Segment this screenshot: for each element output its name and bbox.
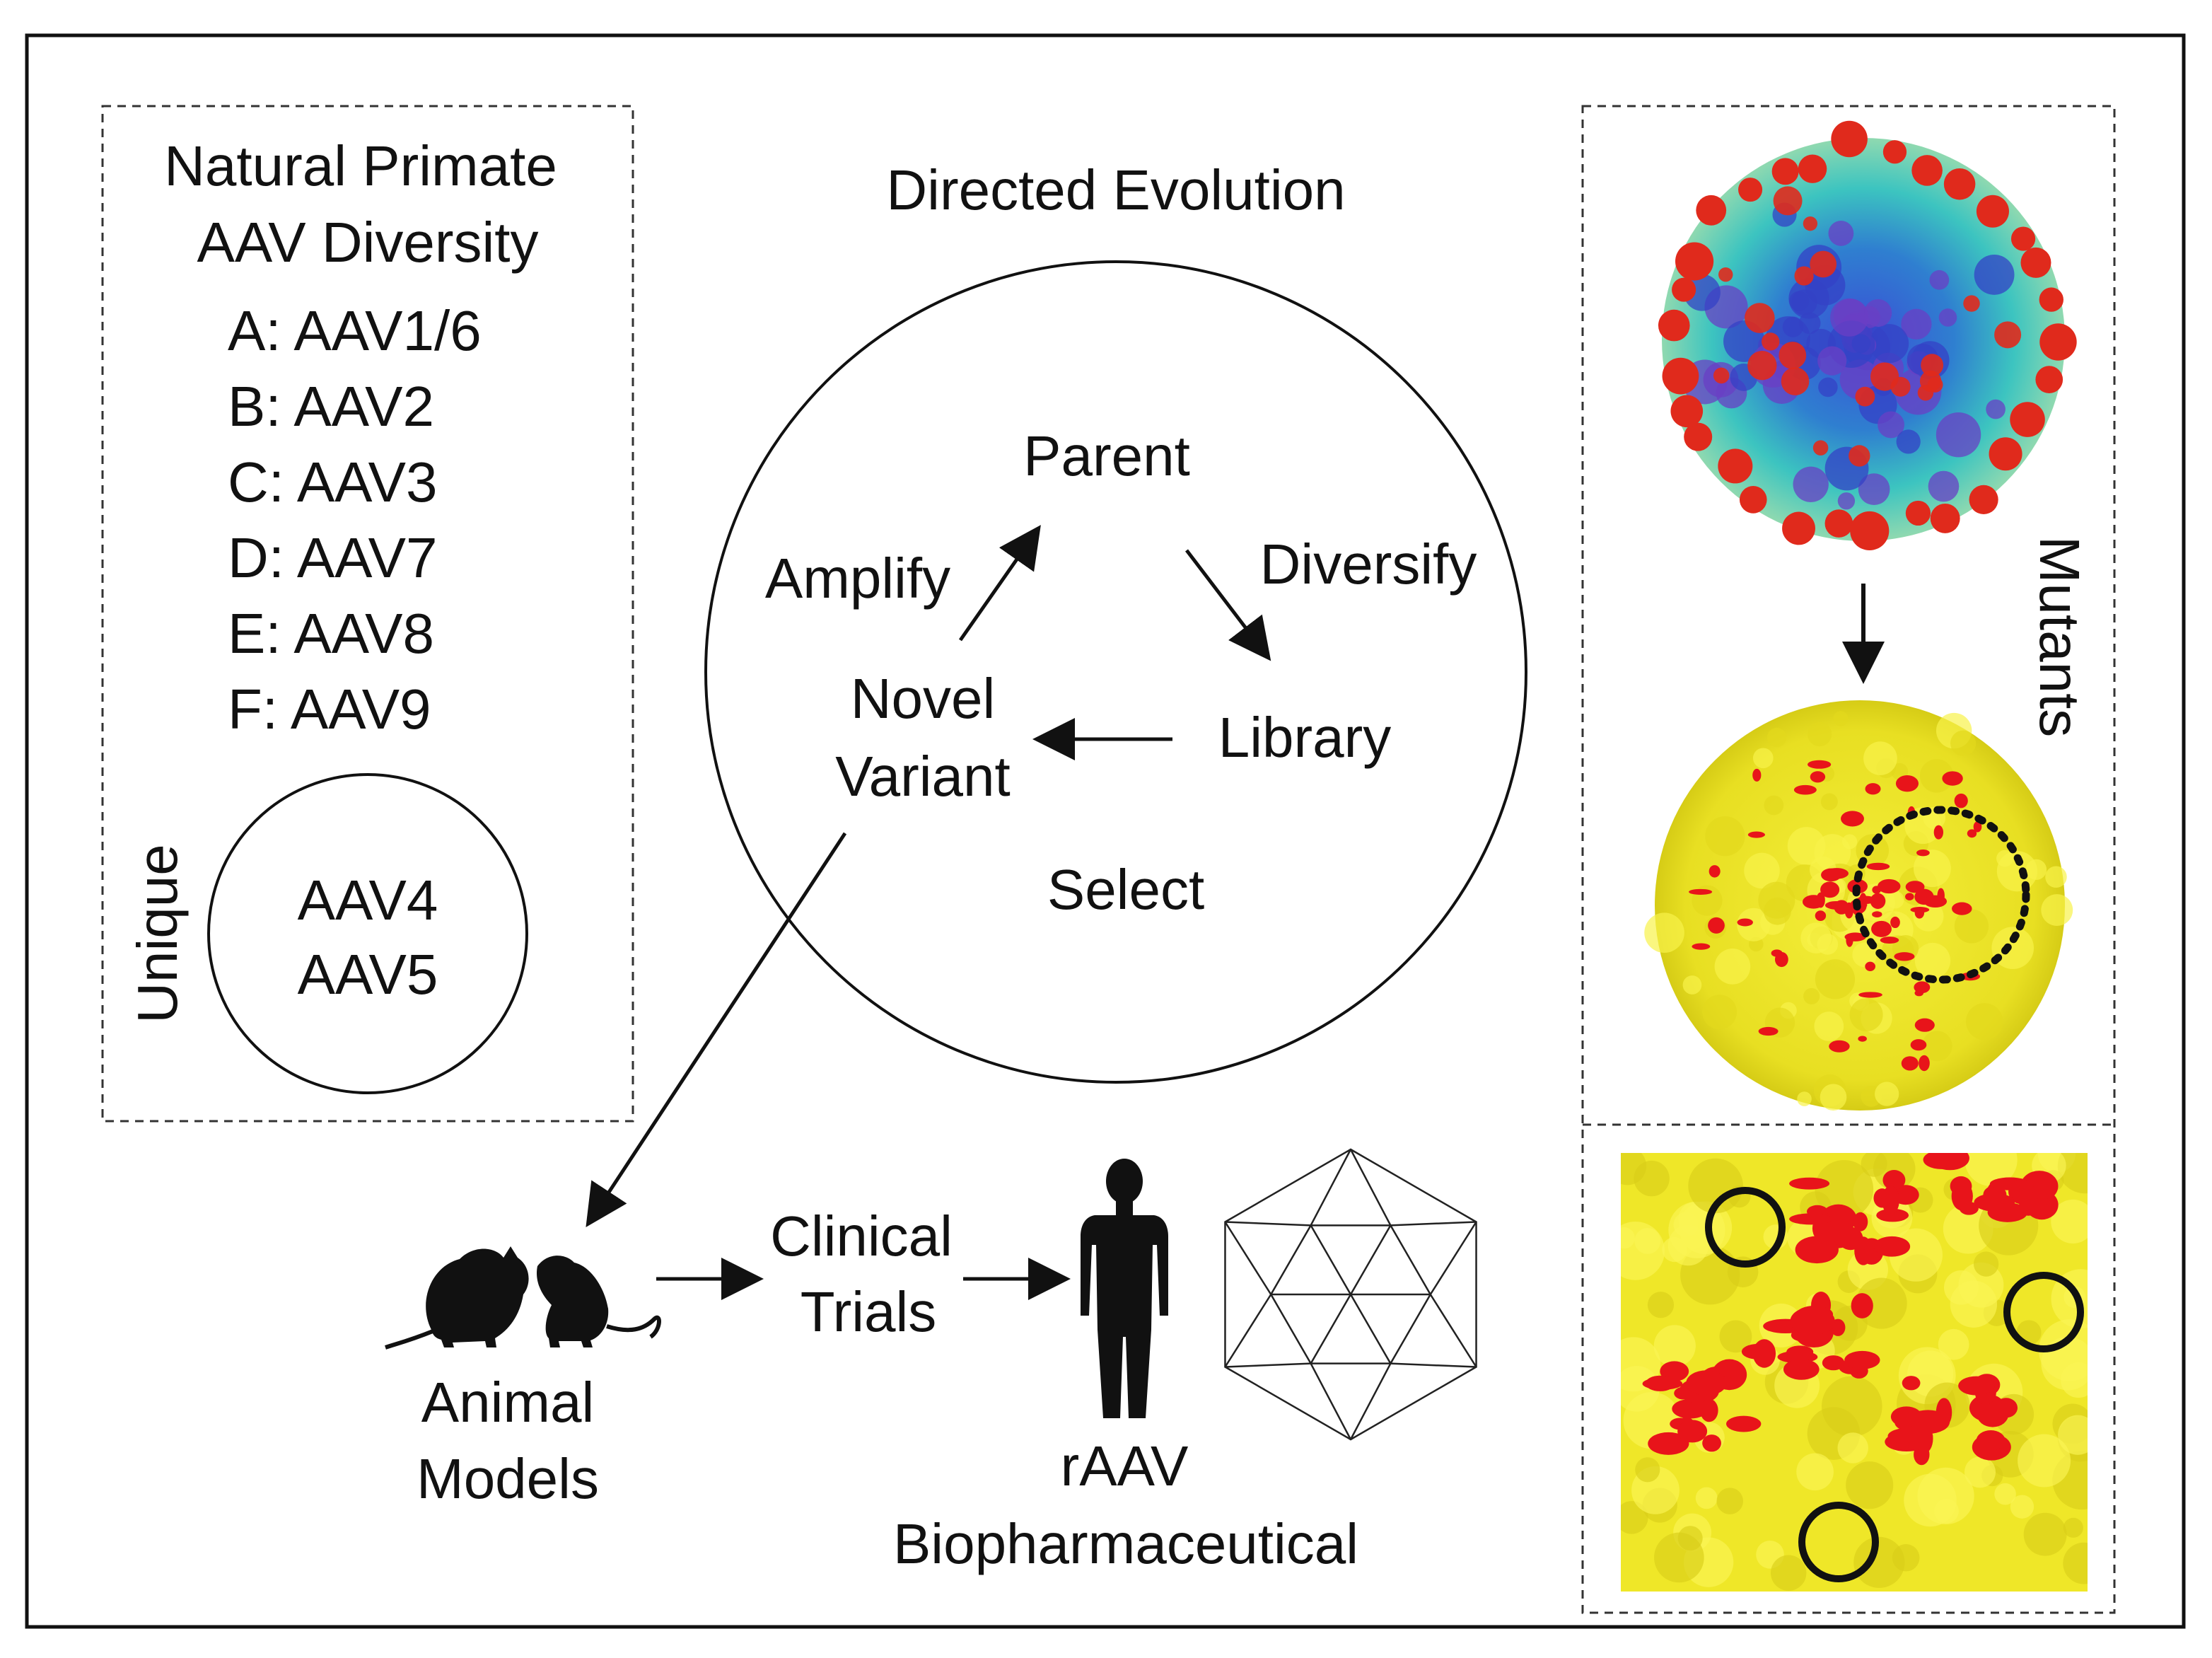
capsid-wireframe-icon bbox=[1224, 1148, 1477, 1441]
mutant-capsid-image bbox=[1644, 700, 2073, 1111]
unique-member-1: AAV4 bbox=[298, 869, 438, 932]
natural-diversity-panel: Natural Primate AAV Diversity A: AAV1/6B… bbox=[101, 105, 634, 1123]
outer-frame bbox=[25, 33, 2186, 1629]
unique-member-2: AAV5 bbox=[298, 943, 438, 1006]
arrow-parent-to-library bbox=[1185, 549, 1271, 661]
mutants-label: Mutants bbox=[2028, 536, 2091, 738]
unique-label: Unique bbox=[126, 844, 189, 1024]
evolution-circle bbox=[704, 260, 1527, 1084]
mouse-icon bbox=[537, 1256, 661, 1347]
clade-item: E: AAV8 bbox=[228, 602, 434, 665]
animal-models-line2: Models bbox=[417, 1447, 599, 1510]
cycle-novel-line2: Variant bbox=[835, 745, 1011, 808]
cycle-select: Select bbox=[1047, 858, 1204, 921]
rat-icon bbox=[385, 1246, 529, 1350]
right-dashed-box bbox=[1581, 105, 2116, 1614]
natural-title-line1: Natural Primate bbox=[164, 134, 557, 197]
raav-line2: Biopharmaceutical bbox=[893, 1512, 1358, 1575]
unique-circle bbox=[207, 773, 528, 1094]
directed-evolution-title: Directed Evolution bbox=[886, 158, 1345, 221]
zoomed-surface-image bbox=[1621, 1153, 2088, 1592]
cycle-novel-line1: Novel bbox=[851, 667, 996, 730]
zoom-site-circle-1 bbox=[1705, 1187, 1786, 1268]
raav-line1: rAAV bbox=[1061, 1434, 1189, 1497]
human-icon bbox=[1081, 1159, 1168, 1418]
clade-item: A: AAV1/6 bbox=[228, 299, 482, 362]
zoom-site-circle-2 bbox=[2003, 1272, 2084, 1352]
cycle-parent: Parent bbox=[1023, 424, 1190, 487]
arrow-novel-to-parent bbox=[958, 525, 1041, 642]
directed-evolution-panel: Directed Evolution Parent Diversify Libr… bbox=[586, 158, 1527, 1228]
zoom-site-circle-3 bbox=[1798, 1502, 1879, 1582]
animal-models-line1: Animal bbox=[421, 1371, 595, 1434]
mutation-cluster-dashed-circle bbox=[1852, 806, 2030, 984]
cycle-amplify: Amplify bbox=[765, 547, 950, 610]
wildtype-capsid-image bbox=[1658, 120, 2077, 551]
arrow-novel-to-animals bbox=[586, 832, 847, 1228]
cycle-library: Library bbox=[1218, 706, 1392, 769]
pipeline: Animal Models Clinical Trials rAAV Bioph… bbox=[385, 1148, 1477, 1575]
clade-item: C: AAV3 bbox=[228, 451, 437, 514]
clade-item: B: AAV2 bbox=[228, 375, 434, 438]
cycle-diversify: Diversify bbox=[1260, 533, 1477, 596]
clade-list: A: AAV1/6 B: AAV2 C: AAV3 D: AAV7 E: AAV8 F: … bbox=[228, 299, 482, 741]
natural-title-line2: AAV Diversity bbox=[197, 211, 538, 274]
clinical-trials-line2: Trials bbox=[801, 1280, 937, 1343]
clinical-trials-line1: Clinical bbox=[770, 1205, 953, 1268]
mutants-panel: Mutants bbox=[1581, 105, 2116, 1614]
clade-item: D: AAV7 bbox=[228, 526, 437, 589]
clade-item: F: AAV9 bbox=[228, 678, 431, 741]
